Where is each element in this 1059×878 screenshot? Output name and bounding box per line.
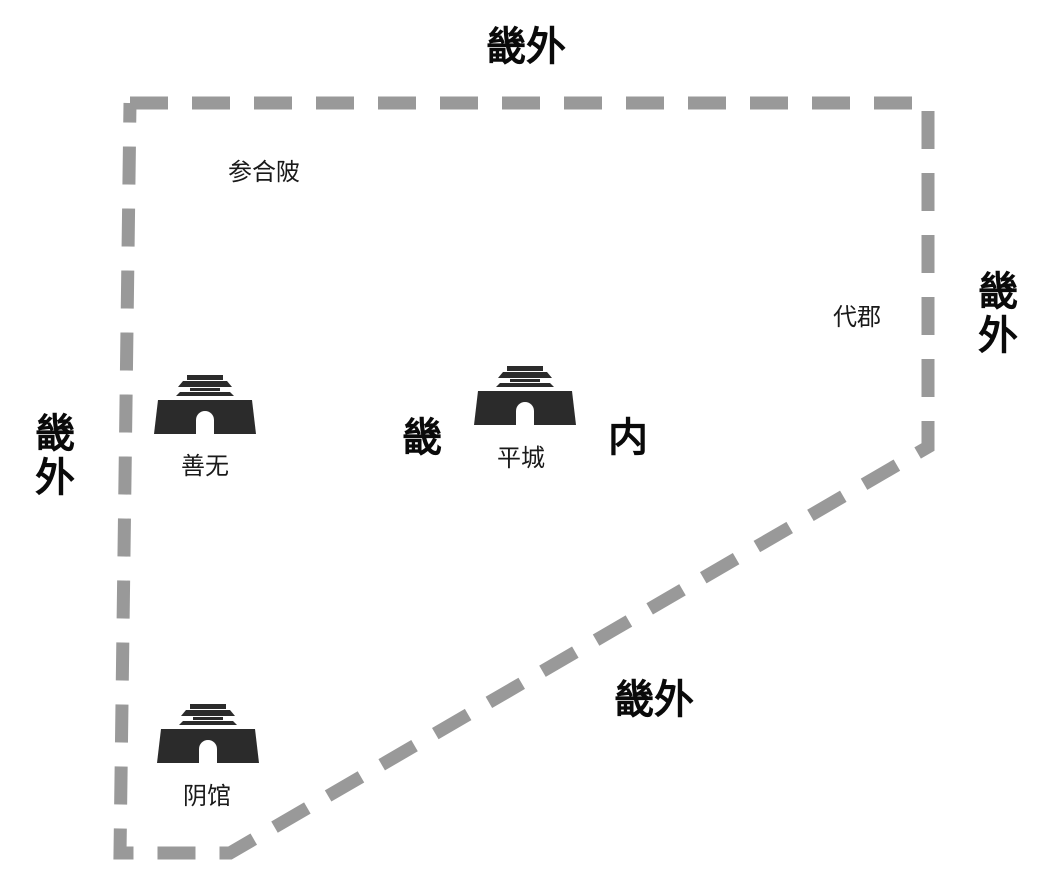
place-label-yinguan: 阴馆	[183, 782, 231, 810]
region-label-bottom: 畿外	[614, 676, 694, 723]
region-label-top: 畿外	[486, 23, 566, 70]
city-gate-icon	[474, 366, 576, 425]
region-label-inner-right: 内	[608, 414, 648, 461]
region-label-right: 畿外	[978, 268, 1018, 359]
boundary-line	[113, 96, 935, 860]
place-label-shanwu: 善无	[181, 452, 229, 480]
place-label-daijun: 代郡	[833, 303, 881, 331]
city-gate-icon	[154, 375, 256, 434]
place-label-pingcheng: 平城	[497, 444, 545, 472]
city-gate-icon	[157, 704, 259, 763]
place-label-canhebei: 参合陂	[228, 158, 300, 186]
region-label-inner-left: 畿	[402, 414, 442, 461]
region-label-left: 畿外	[35, 410, 75, 501]
